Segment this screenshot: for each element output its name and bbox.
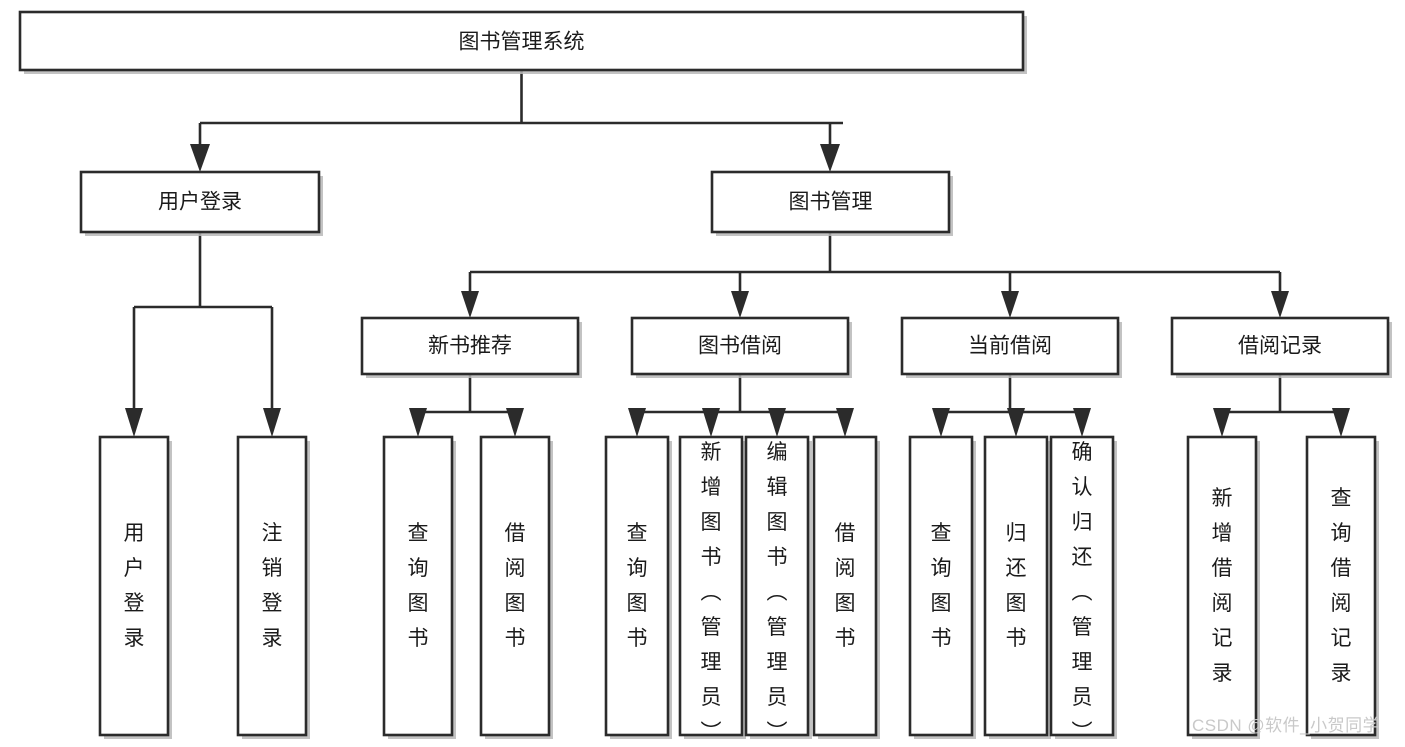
node-leaf-12-label: 新增借阅记录	[1212, 487, 1233, 685]
arrow-icon-leaf-7	[768, 408, 786, 437]
node-leaf-12[interactable]: 新增借阅记录	[1186, 435, 1260, 739]
node-new-book-recommend-label: 新书推荐	[428, 335, 512, 358]
node-borrow-records-label: 借阅记录	[1238, 335, 1322, 358]
arrow-icon-borrow	[731, 291, 749, 318]
arrow-icon-current	[1001, 291, 1019, 318]
node-current-borrow-label: 当前借阅	[968, 335, 1052, 358]
node-leaf-9-label: 查询图书	[931, 522, 952, 650]
arrow-icon-new-book	[461, 291, 479, 318]
node-root-box[interactable]	[18, 10, 1025, 72]
node-leaf-9-box[interactable]	[908, 435, 974, 737]
node-leaf-5[interactable]: 查询图书	[604, 435, 672, 739]
arrow-icon-leaf-8	[836, 408, 854, 437]
node-user-login-box[interactable]	[79, 170, 321, 234]
node-leaf-13-label: 查询借阅记录	[1331, 487, 1352, 685]
node-leaf-4[interactable]: 借阅图书	[479, 435, 553, 739]
node-leaf-8[interactable]: 借阅图书	[812, 435, 880, 739]
node-book-management-box[interactable]	[710, 170, 951, 234]
arrow-icon-leaf-12	[1213, 408, 1231, 437]
node-new-book-recommend[interactable]: 新书推荐	[360, 316, 582, 378]
node-leaf-11-label: 确认归还︵管理员︶	[1072, 441, 1093, 744]
node-leaf-4-label: 借阅图书	[505, 522, 526, 650]
arrow-icon-records	[1271, 291, 1289, 318]
node-borrow-records[interactable]: 借阅记录	[1170, 316, 1392, 378]
node-leaf-10[interactable]: 归还图书	[983, 435, 1051, 739]
arrow-icon-leaf-11	[1073, 408, 1091, 437]
node-current-borrow[interactable]: 当前借阅	[900, 316, 1122, 378]
node-book-borrow[interactable]: 图书借阅	[630, 316, 852, 378]
node-leaf-6[interactable]: 新增图书︵管理员︶	[678, 435, 746, 744]
node-new-book-recommend-box[interactable]	[360, 316, 580, 376]
arrow-icon-leaf-2	[263, 408, 281, 437]
arrow-icon-leaf-4	[506, 408, 524, 437]
node-root-label: 图书管理系统	[459, 31, 585, 54]
node-book-borrow-label: 图书借阅	[698, 335, 782, 358]
node-root[interactable]: 图书管理系统	[18, 10, 1027, 74]
arrow-icon-leaf-9	[932, 408, 950, 437]
node-leaf-11-box[interactable]	[1049, 435, 1115, 737]
node-leaf-10-label: 归还图书	[1006, 522, 1027, 650]
node-leaf-3-label: 查询图书	[408, 522, 429, 650]
node-borrow-records-box[interactable]	[1170, 316, 1390, 376]
node-leaf-8-box[interactable]	[812, 435, 878, 737]
node-leaf-1[interactable]: 用户登录	[98, 435, 172, 739]
csdn-watermark: CSDN @软件_小贺同学	[1192, 716, 1380, 735]
node-leaf-7[interactable]: 编辑图书︵管理员︶	[744, 435, 812, 744]
node-leaf-2-box[interactable]	[236, 435, 308, 737]
node-leaf-10-box[interactable]	[983, 435, 1049, 737]
node-leaf-3[interactable]: 查询图书	[382, 435, 456, 739]
arrow-icon-leaf-1	[125, 408, 143, 437]
node-leaf-12-box[interactable]	[1186, 435, 1258, 737]
arrow-icon-leaf-3	[409, 408, 427, 437]
node-leaf-9[interactable]: 查询图书	[908, 435, 976, 739]
node-leaf-13[interactable]: 查询借阅记录	[1305, 435, 1379, 739]
node-leaf-7-box[interactable]	[744, 435, 810, 737]
node-leaf-11[interactable]: 确认归还︵管理员︶	[1049, 435, 1117, 744]
leaf-node-layer: 用户登录 注销登录 查询图书 借阅图书 查询图书 新增图书︵管理员︶ 编辑图书︵管理员︶ 借阅…	[98, 435, 1379, 744]
node-current-borrow-box[interactable]	[900, 316, 1120, 376]
node-leaf-1-box[interactable]	[98, 435, 170, 737]
arrow-icon-book-mgmt	[820, 144, 840, 172]
node-leaf-3-box[interactable]	[382, 435, 454, 737]
node-leaf-8-label: 借阅图书	[835, 522, 856, 650]
node-leaf-2-label: 注销登录	[262, 522, 283, 650]
node-book-borrow-box[interactable]	[630, 316, 850, 376]
node-leaf-5-box[interactable]	[604, 435, 670, 737]
arrow-icon-leaf-13	[1332, 408, 1350, 437]
node-user-login[interactable]: 用户登录	[79, 170, 323, 236]
node-leaf-13-box[interactable]	[1305, 435, 1377, 737]
node-leaf-4-box[interactable]	[479, 435, 551, 737]
node-leaf-7-label: 编辑图书︵管理员︶	[767, 441, 788, 744]
node-book-management-label: 图书管理	[789, 191, 873, 214]
node-leaf-5-label: 查询图书	[627, 522, 648, 650]
node-leaf-6-label: 新增图书︵管理员︶	[701, 441, 722, 744]
connector-layer	[125, 70, 1350, 437]
node-leaf-1-label: 用户登录	[124, 522, 145, 650]
node-leaf-6-box[interactable]	[678, 435, 744, 737]
node-book-management[interactable]: 图书管理	[710, 170, 953, 236]
arrow-icon-leaf-6	[702, 408, 720, 437]
arrow-icon-user-login	[190, 144, 210, 172]
node-user-login-label: 用户登录	[158, 191, 242, 214]
arrow-icon-leaf-10	[1007, 408, 1025, 437]
node-leaf-2[interactable]: 注销登录	[236, 435, 310, 739]
arrow-icon-leaf-5	[628, 408, 646, 437]
